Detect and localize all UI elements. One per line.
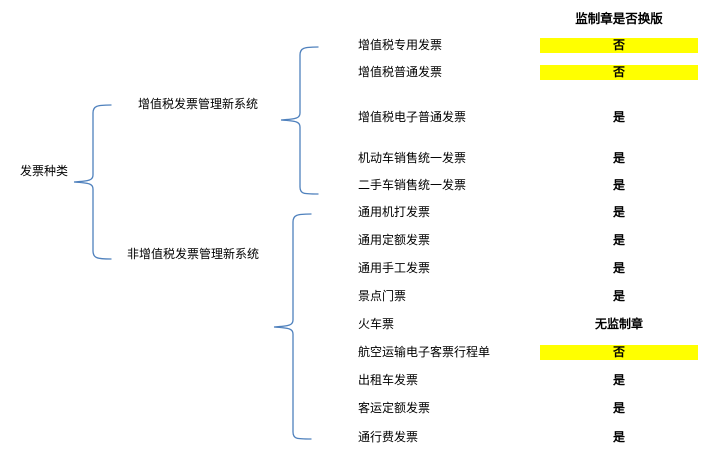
status-cell: 否 — [540, 64, 698, 80]
status-cell: 是 — [612, 429, 625, 444]
invoice-row-label: 景点门票 — [358, 288, 407, 303]
status-cell: 否 — [540, 345, 698, 360]
invoice-row-label: 通用机打发票 — [358, 204, 431, 219]
invoice-row-label: 增值税电子普通发票 — [358, 109, 467, 124]
status-cell: 是 — [612, 204, 625, 219]
status-cell: 无监制章 — [594, 316, 643, 331]
status-cell: 是 — [612, 260, 625, 275]
invoice-row-label: 二手车销售统一发票 — [358, 177, 467, 192]
invoice-row-label: 通用定额发票 — [358, 232, 431, 247]
status-cell: 是 — [612, 401, 625, 415]
invoice-row-label: 增值税普通发票 — [358, 64, 443, 79]
invoice-row-label: 客运定额发票 — [358, 401, 431, 415]
invoice-row-label: 机动车销售统一发票 — [358, 150, 467, 165]
root-brace — [73, 104, 112, 260]
root-label: 发票种类 — [20, 164, 69, 178]
invoice-row-label: 火车票 — [358, 316, 395, 331]
status-cell: 是 — [612, 288, 625, 303]
non-vat-system-brace — [273, 213, 312, 440]
invoice-row-label: 航空运输电子客票行程单 — [358, 345, 491, 359]
invoice-row-label: 增值税专用发票 — [358, 37, 443, 52]
status-cell: 是 — [612, 232, 625, 247]
status-cell: 是 — [612, 150, 625, 165]
branch-label-non-vat-system: 非增值税发票管理新系统 — [127, 247, 260, 261]
invoice-row-label: 通用手工发票 — [358, 260, 431, 275]
invoice-row-label: 出租车发票 — [358, 373, 419, 387]
status-cell: 是 — [612, 373, 625, 387]
status-cell: 是 — [612, 177, 625, 192]
status-cell: 否 — [540, 37, 698, 53]
branch-label-vat-system: 增值税发票管理新系统 — [138, 97, 259, 111]
invoice-row-label: 通行费发票 — [358, 429, 419, 444]
status-cell: 是 — [612, 109, 625, 124]
status-column-header: 监制章是否换版 — [575, 11, 663, 26]
vat-system-brace — [280, 46, 319, 195]
